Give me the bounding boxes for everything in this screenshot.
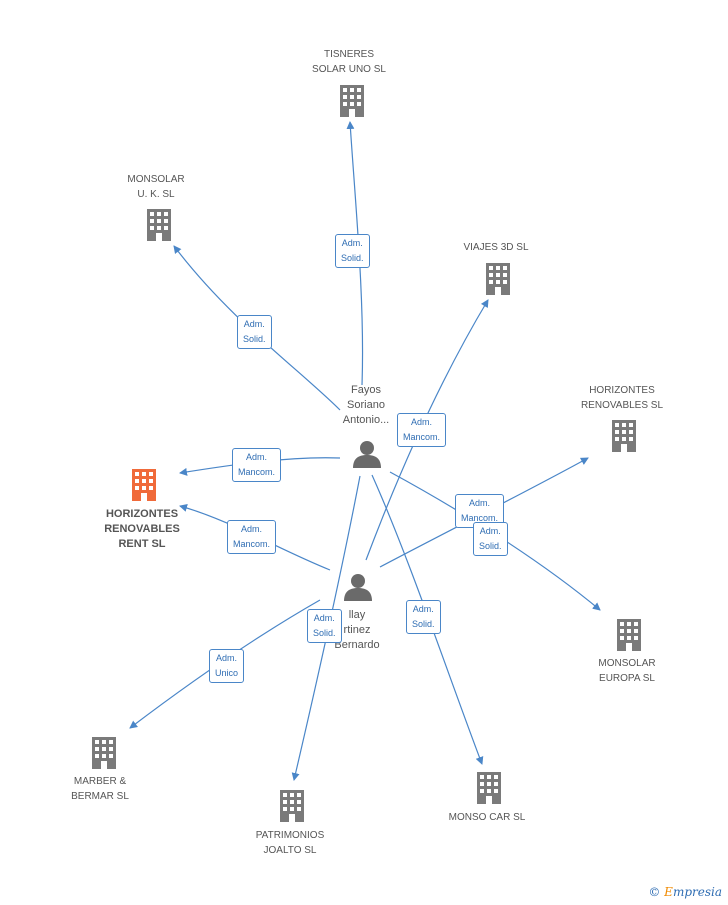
edge-role-type: Solid. — [341, 253, 364, 263]
building-icon — [486, 263, 510, 295]
label-line: RENOVABLES — [104, 523, 180, 535]
edge-role-type: Unico — [215, 668, 239, 678]
edge-label: Adm. Solid. — [335, 234, 370, 268]
copyright-icon: © — [648, 885, 661, 899]
edge-label: Adm. Solid. — [237, 315, 272, 349]
edge-role-type: Solid. — [412, 619, 435, 629]
edge-role: Adm. — [412, 604, 434, 614]
edge-role: Adm. — [241, 524, 263, 534]
edge-role: Adm. — [469, 498, 491, 508]
edge-role-type: Mancom. — [233, 539, 271, 549]
edge-label: Adm. Solid. — [307, 609, 342, 643]
person-fayos-label[interactable]: Fayos Soriano Antonio... — [343, 383, 389, 428]
edge-label: Adm. Unico — [209, 649, 245, 683]
company-monsolar-uk-label[interactable]: MONSOLAR U. K. SL — [127, 172, 184, 202]
label-line: TISNERES — [323, 49, 375, 60]
copyright-brand: © Empresia — [648, 885, 722, 899]
edge-role-type: Solid. — [243, 334, 266, 344]
label-line: RENT SL — [118, 538, 166, 550]
edge-label: Adm. Solid. — [406, 600, 441, 634]
edge-role: Adm. — [479, 526, 501, 536]
company-marber-label[interactable]: MARBER & BERMAR SL — [71, 774, 129, 804]
person-icon — [344, 574, 372, 601]
label-line: U. K. SL — [137, 189, 175, 200]
edge-role-type: Solid. — [313, 628, 336, 638]
person-icon — [353, 441, 381, 468]
label-line: RENOVABLES SL — [580, 400, 664, 411]
company-monso-car-label[interactable]: MONSO CAR SL — [449, 810, 526, 825]
edge-role-type: Mancom. — [238, 467, 276, 477]
label-line: JOALTO SL — [263, 845, 317, 856]
label-line: Bernardo — [334, 639, 380, 651]
building-icon — [147, 209, 171, 241]
company-tisneres-label[interactable]: TISNERES SOLAR UNO SL — [312, 47, 386, 77]
label-line: Fayos — [351, 384, 381, 396]
label-line: VIAJES 3D SL — [463, 242, 529, 253]
label-line: EUROPA SL — [599, 673, 655, 684]
edge-role: Adm. — [411, 417, 433, 427]
label-line: Antonio... — [342, 414, 390, 426]
label-line: MONSOLAR — [598, 658, 656, 669]
edge-role: Adm. — [313, 613, 335, 623]
edge-role: Adm. — [341, 238, 363, 248]
label-line: MONSOLAR — [127, 174, 185, 185]
edge-label: Adm. Solid. — [473, 522, 508, 556]
building-icon — [340, 85, 364, 117]
company-patrimonios-label[interactable]: PATRIMONIOS JOALTO SL — [256, 828, 325, 858]
brand-name: mpresia — [672, 885, 722, 899]
edge-label: Adm. Mancom. — [232, 448, 282, 482]
edge-label: Adm. Mancom. — [397, 413, 447, 447]
edge-label: Adm. Mancom. — [227, 520, 277, 554]
edge-role: Adm. — [216, 653, 238, 663]
label-line: MONSO CAR SL — [448, 812, 526, 823]
edge-role: Adm. — [246, 452, 268, 462]
label-line: PATRIMONIOS — [255, 830, 325, 841]
building-icon — [612, 420, 636, 452]
building-icon — [280, 790, 304, 822]
label-line: SOLAR UNO SL — [312, 64, 386, 75]
brand-initial: E — [664, 885, 673, 899]
company-monsolar-eu-label[interactable]: MONSOLAR EUROPA SL — [598, 656, 655, 686]
focus-company-label[interactable]: HORIZONTES RENOVABLES RENT SL — [104, 507, 180, 552]
person-bernardo-label[interactable]: llay rtinez Bernardo — [334, 608, 379, 653]
building-icon — [617, 619, 641, 651]
label-line: BERMAR SL — [71, 791, 129, 802]
label-line: HORIZONTES — [589, 385, 655, 396]
edge-role-type: Mancom. — [461, 513, 499, 523]
building-icon — [92, 737, 116, 769]
company-horizontes-sl-label[interactable]: HORIZONTES RENOVABLES SL — [581, 383, 663, 413]
company-viajes-label[interactable]: VIAJES 3D SL — [463, 240, 528, 255]
edge-role-type: Solid. — [479, 541, 502, 551]
label-line: rtinez — [343, 624, 371, 636]
label-line: llay — [348, 609, 366, 621]
focus-building-icon — [132, 469, 156, 501]
building-icon — [477, 772, 501, 804]
edge-role-type: Mancom. — [403, 432, 441, 442]
label-line: MARBER & — [73, 776, 127, 787]
edge-role: Adm. — [243, 319, 265, 329]
label-line: HORIZONTES — [105, 508, 179, 520]
label-line: Soriano — [347, 399, 385, 411]
